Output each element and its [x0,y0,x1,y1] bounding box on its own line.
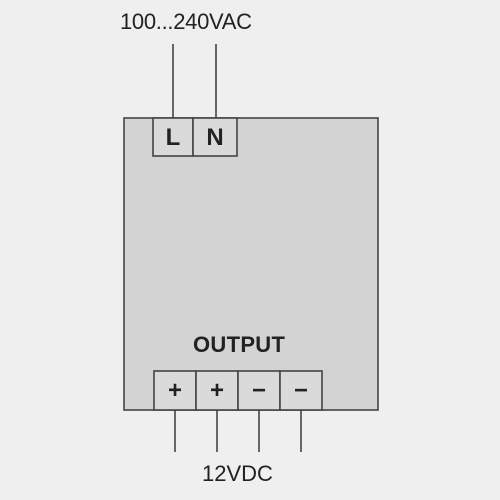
output-terminal-2-box [195,370,239,411]
output-terminal-1-box [153,370,197,411]
input-terminal-l-label: L [165,124,181,151]
output-terminal-4-label: − [293,377,308,404]
input-terminal-n-label: N [206,124,224,151]
output-voltage-label: 12VDC [202,461,273,486]
output-terminal-3-label: − [251,377,266,404]
output-title: OUTPUT [193,332,286,357]
output-terminal-2-label: + [209,377,224,404]
output-terminal-4-box [279,370,323,411]
power-supply-module [123,117,379,411]
input-terminal-n-box [192,117,238,157]
output-terminal-1-label: + [167,377,182,404]
input-voltage-label: 100...240VAC [120,9,252,34]
